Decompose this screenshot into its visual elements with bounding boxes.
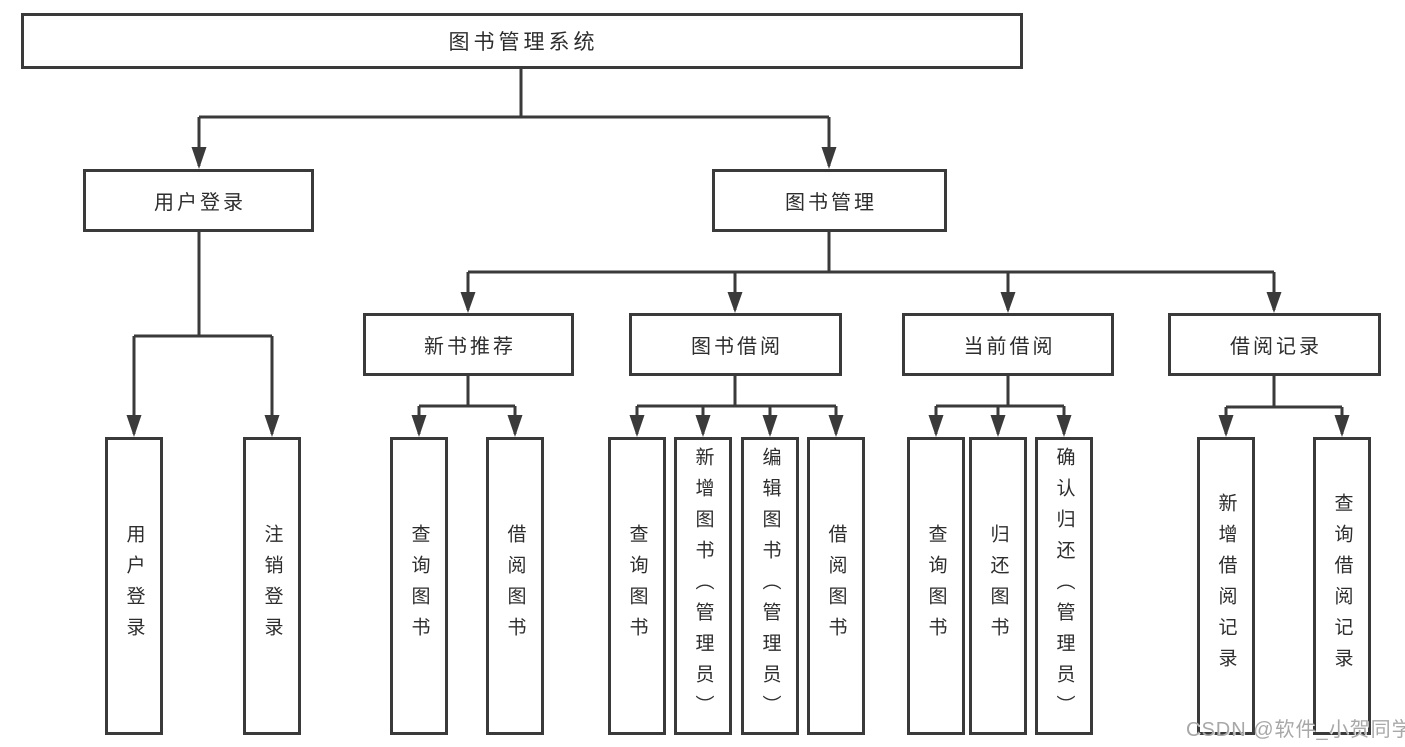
node-label: 借阅记录 [1230,336,1322,358]
connector-paths [132,69,1344,434]
node-label: 归还图书 [987,524,1009,648]
node-label: 查询借阅记录 [1331,493,1353,679]
node-user-login: 用户登录 [83,169,314,232]
node-label: 确认归还（管理员） [1053,446,1075,726]
node-new-book-recommend: 新书推荐 [363,313,574,376]
watermark: CSDN @软件_小贺同学 [1186,719,1405,741]
node-label: 借阅图书 [504,524,526,648]
node-label: 图书借阅 [691,336,783,358]
node-label: 新增图书（管理员） [692,446,714,726]
node-leaf-borrow-books-2: 借阅图书 [807,437,865,735]
node-leaf-query-books-3: 查询图书 [907,437,965,735]
node-label: 图书管理 [785,192,877,214]
node-label: 查询图书 [925,524,947,648]
node-book-management: 图书管理 [712,169,947,232]
node-borrow-records: 借阅记录 [1168,313,1381,376]
node-leaf-user-login: 用户登录 [105,437,163,735]
node-label: 查询图书 [626,524,648,648]
node-leaf-query-books-1: 查询图书 [390,437,448,735]
node-label: 新增借阅记录 [1215,493,1237,679]
node-label: 新书推荐 [424,336,516,358]
node-leaf-borrow-books-1: 借阅图书 [486,437,544,735]
node-label: 当前借阅 [963,336,1056,358]
node-label: 编辑图书（管理员） [759,446,781,726]
node-leaf-logout: 注销登录 [243,437,301,735]
arrowheads [126,147,1350,437]
node-leaf-query-books-2: 查询图书 [608,437,666,735]
node-label: 查询图书 [408,524,430,648]
node-leaf-add-borrow-record: 新增借阅记录 [1197,437,1255,735]
node-library-system: 图书管理系统 [21,13,1023,69]
node-leaf-add-book-admin: 新增图书（管理员） [674,437,732,735]
node-leaf-return-book: 归还图书 [969,437,1027,735]
node-label: 借阅图书 [825,524,847,648]
node-label: 用户登录 [154,192,246,214]
node-leaf-confirm-return-admin: 确认归还（管理员） [1035,437,1093,735]
node-book-borrow: 图书借阅 [629,313,842,376]
node-label: 图书管理系统 [448,31,599,54]
node-label: 注销登录 [261,524,283,648]
node-leaf-query-borrow-record: 查询借阅记录 [1313,437,1371,735]
node-label: 用户登录 [123,524,145,648]
node-current-borrow: 当前借阅 [902,313,1114,376]
node-leaf-edit-book-admin: 编辑图书（管理员） [741,437,799,735]
